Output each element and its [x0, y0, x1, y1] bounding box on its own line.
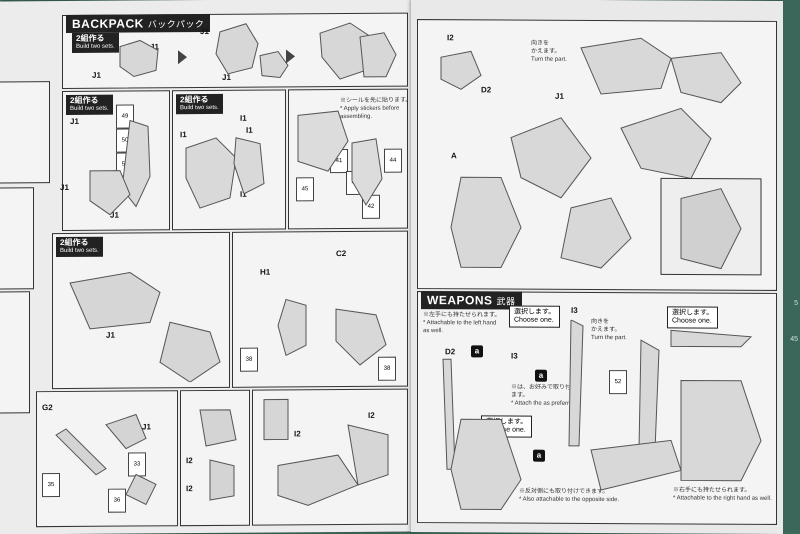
- sticker-52: 52: [609, 370, 627, 395]
- backpack-assembled-illustration: [297, 110, 383, 206]
- part-label-i3: I3: [571, 305, 578, 315]
- prev-step-frame: [0, 81, 50, 184]
- ruler-mark: 5: [794, 300, 798, 307]
- prev-step-frame: [0, 187, 34, 290]
- backpack-final-illustration: [263, 398, 389, 506]
- backpack-fin-illustration: [277, 298, 387, 366]
- part-label-c2: C2: [336, 249, 347, 259]
- weapons-illustration: [442, 319, 762, 510]
- cutting-mat-ruler: 45 5: [783, 0, 800, 533]
- backpack-core-illustration: [185, 137, 265, 209]
- flow-arrow: [178, 50, 187, 65]
- right-instruction-page: I2 D2 J1 向きを かえます。Turn the part. A WEAPO…: [411, 0, 783, 534]
- part-label-j1: J1: [60, 182, 69, 193]
- part-label-h1: H1: [260, 267, 271, 277]
- backpack-wing-illustration: [89, 119, 151, 216]
- ruler-mark: 45: [790, 336, 798, 343]
- flow-arrow: [286, 49, 295, 64]
- backpack-side-illustration: [69, 272, 221, 383]
- backpack-joint-illustration: [199, 409, 237, 501]
- robot-assembly-illustration: [440, 37, 762, 276]
- backpack-blade-illustration: [55, 413, 157, 506]
- weapons-title: WEAPONS: [427, 293, 493, 308]
- backpack-parts-illustration: [119, 22, 397, 80]
- prev-step-frame: [0, 291, 30, 414]
- part-label-j1: J1: [70, 116, 79, 126]
